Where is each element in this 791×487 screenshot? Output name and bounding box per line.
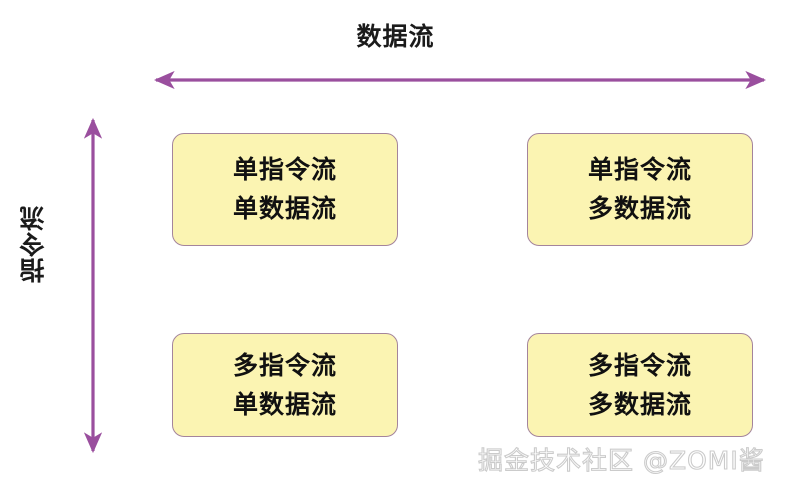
quadrant-box-mimd[interactable]: 多指令流 多数据流 — [527, 333, 753, 437]
quadrant-mimd-line1: 多指令流 — [587, 350, 692, 380]
quadrant-simd-line2: 多数据流 — [587, 194, 692, 223]
quadrant-misd-line2: 单数据流 — [232, 389, 337, 419]
x-axis-title: 数据流 — [356, 22, 435, 51]
y-axis-title: 指令流 — [19, 204, 48, 283]
quadrant-box-simd[interactable]: 单指令流 多数据流 — [527, 133, 753, 246]
y-axis-title-container: 指令流 — [8, 0, 60, 487]
quadrant-mimd-line2: 多数据流 — [587, 389, 692, 419]
watermark-text: 掘金技术社区 @ZOMI酱 — [477, 445, 765, 475]
quadrant-box-sisd[interactable]: 单指令流 单数据流 — [172, 133, 398, 246]
quadrant-sisd-line1: 单指令流 — [232, 155, 337, 184]
quadrant-simd-line1: 单指令流 — [587, 155, 692, 184]
quadrant-misd-line1: 多指令流 — [232, 350, 337, 380]
quadrant-sisd-line2: 单数据流 — [232, 194, 337, 223]
quadrant-box-misd[interactable]: 多指令流 单数据流 — [172, 333, 398, 437]
